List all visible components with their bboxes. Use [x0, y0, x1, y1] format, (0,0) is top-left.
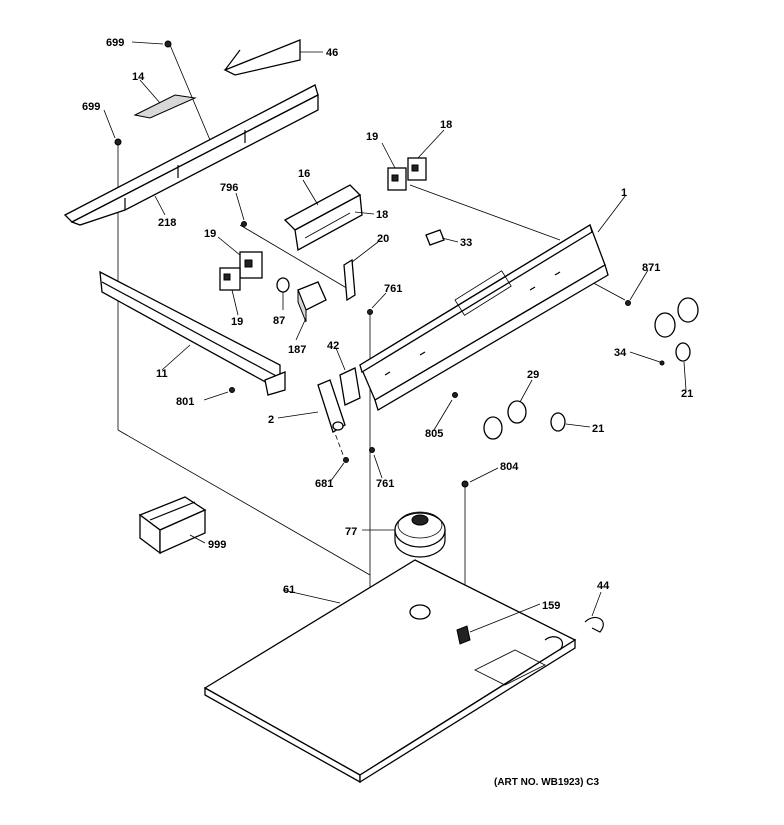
part-42-bracket: [339, 367, 361, 406]
part-19-switch-left: [219, 251, 263, 291]
callout-14: 14: [132, 71, 145, 83]
callout-46: 46: [326, 47, 338, 59]
callout-218: 218: [158, 217, 176, 229]
part-20-bracket: [343, 258, 356, 302]
callout-699-left: 699: [82, 101, 100, 113]
callout-labels: 699 46 14 699 218 19 18 16 796 18 19 1 2…: [82, 37, 693, 788]
callout-796: 796: [220, 182, 238, 194]
callout-44: 44: [597, 580, 610, 592]
part-knobs-right: [483, 297, 699, 440]
callout-804: 804: [500, 461, 519, 473]
callout-87: 87: [273, 315, 285, 327]
callout-19-upper: 19: [366, 131, 378, 143]
part-77-coil: [394, 511, 446, 558]
callout-29: 29: [527, 369, 539, 381]
callout-761-lower: 761: [376, 478, 394, 490]
callout-33: 33: [460, 237, 472, 249]
part-1-control-panel: [359, 224, 609, 411]
callout-77: 77: [345, 526, 357, 538]
callout-16: 16: [298, 168, 310, 180]
part-44-bracket: [584, 617, 604, 633]
callout-20: 20: [377, 233, 389, 245]
callout-34: 34: [614, 347, 627, 359]
part-159-clamp: [456, 625, 471, 645]
callout-18-upper: 18: [440, 119, 452, 131]
part-61-base-pan: [203, 559, 577, 784]
part-2-side-bracket: [317, 379, 346, 433]
callout-11: 11: [156, 368, 168, 380]
part-14-plate: [133, 94, 197, 119]
part-187-box: [297, 281, 327, 323]
part-16-clock-module: [283, 184, 363, 252]
part-11-front-rail: [99, 270, 286, 396]
callout-699-top: 699: [106, 37, 124, 49]
callout-805: 805: [425, 428, 443, 440]
callout-2: 2: [268, 414, 274, 426]
callout-761-upper: 761: [384, 283, 402, 295]
callout-21-right: 21: [681, 388, 693, 400]
part-999-kit-box: [138, 496, 207, 555]
callout-999: 999: [208, 539, 226, 551]
callout-42: 42: [327, 340, 339, 352]
callout-21-lower: 21: [592, 423, 604, 435]
callout-61: 61: [283, 584, 295, 596]
callout-1: 1: [621, 187, 627, 199]
callout-18-lower: 18: [376, 209, 388, 221]
callout-871: 871: [642, 262, 660, 274]
part-19-switch-upper: [387, 157, 427, 191]
part-218-backguard: [63, 84, 319, 226]
callout-681: 681: [315, 478, 333, 490]
part-33-clip: [425, 229, 445, 246]
leader-lines: [103, 41, 687, 633]
callout-159: 159: [542, 600, 560, 612]
callout-19-left: 19: [204, 228, 216, 240]
part-87-grommet: [276, 277, 290, 293]
part-46-top-trim: [223, 39, 301, 76]
callout-801: 801: [176, 396, 194, 408]
callout-187: 187: [288, 344, 306, 356]
art-number: (ART NO. WB1923) C3: [494, 777, 599, 788]
callout-19-lower: 19: [231, 316, 243, 328]
screws: [114, 40, 665, 488]
